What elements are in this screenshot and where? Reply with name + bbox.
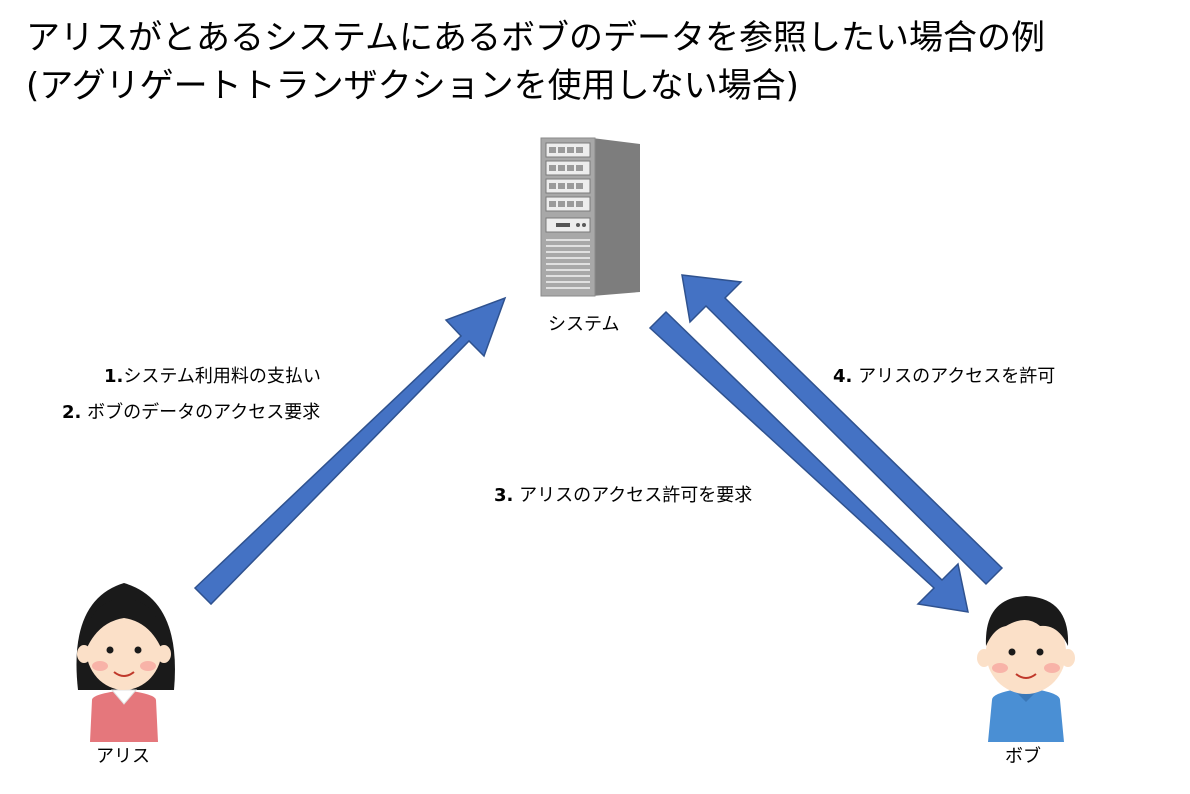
step-3-text: アリスのアクセス許可を要求 — [513, 485, 753, 506]
step-2-number: 2. — [62, 402, 82, 423]
alice-label: アリス — [96, 746, 150, 767]
title-line-1: アリスがとあるシステムにあるボブのデータを参照したい場合の例 — [26, 18, 1045, 58]
step-2-label: 2. ボブのデータのアクセス要求 — [62, 402, 320, 424]
step-3-number: 3. — [494, 485, 514, 506]
step-4-text: アリスのアクセスを許可 — [852, 366, 1056, 387]
arrow-alice-to-system — [193, 296, 507, 606]
arrow-system-to-bob — [648, 310, 969, 613]
step-2-text: ボブのデータのアクセス要求 — [81, 402, 321, 423]
server-icon — [540, 137, 640, 297]
step-1-number: 1. — [104, 366, 124, 387]
page-title: アリスがとあるシステムにあるボブのデータを参照したい場合の例 (アグリゲートトラ… — [26, 14, 1045, 110]
alice-avatar — [76, 583, 175, 742]
title-line-2: (アグリゲートトランザクションを使用しない場合) — [26, 66, 799, 106]
bob-label: ボブ — [1005, 746, 1041, 767]
step-3-label: 3. アリスのアクセス許可を要求 — [494, 485, 752, 507]
step-4-number: 4. — [833, 366, 853, 387]
step-1-text: システム利用料の支払い — [123, 366, 321, 387]
bob-avatar — [977, 596, 1075, 742]
step-4-label: 4. アリスのアクセスを許可 — [833, 366, 1055, 388]
arrow-bob-to-system — [681, 274, 1004, 586]
step-1-label: 1.システム利用料の支払い — [104, 366, 321, 388]
system-label: システム — [548, 314, 620, 335]
